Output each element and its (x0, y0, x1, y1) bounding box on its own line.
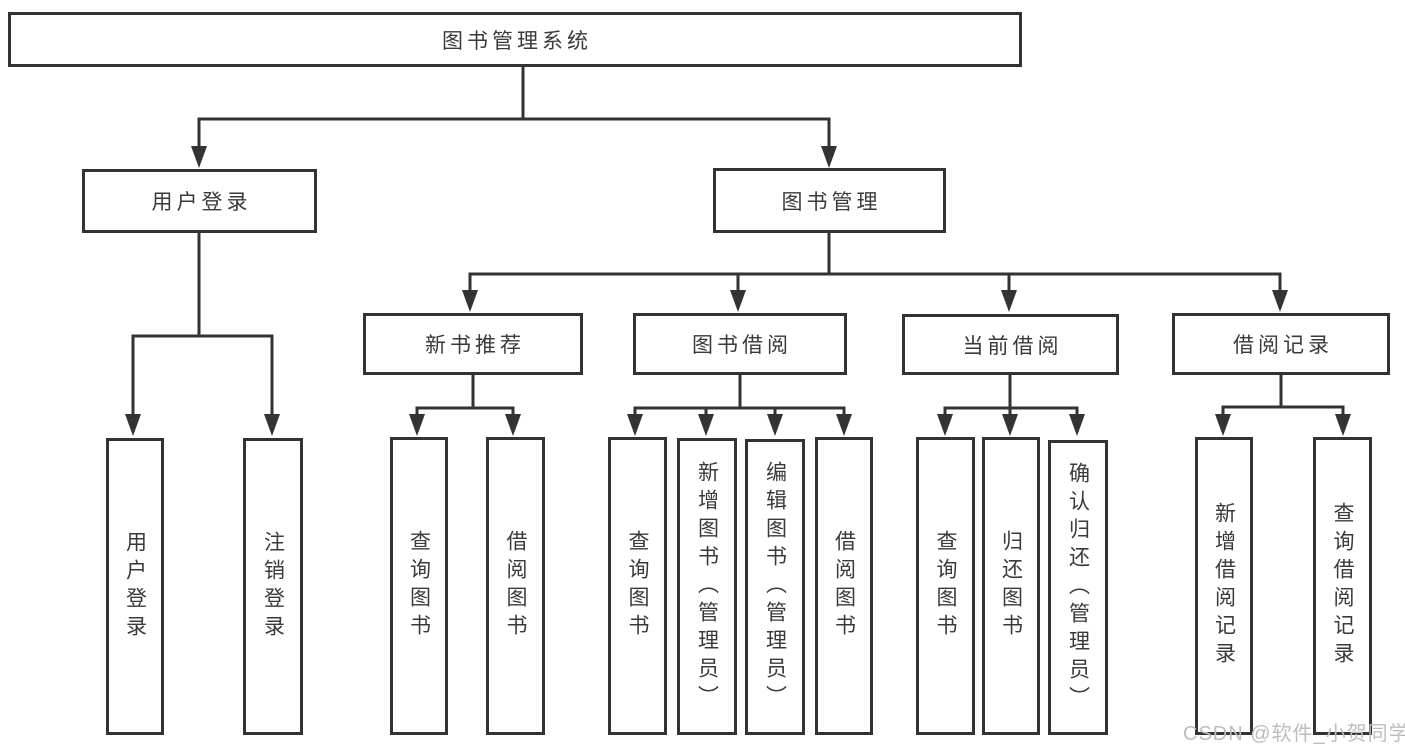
node-book-borrow: 图书借阅 (633, 313, 847, 375)
leaf-borrow-book-1: 借阅图书 (486, 437, 545, 735)
leaf-return-book: 归还图书 (982, 437, 1040, 735)
node-label: 当前借阅 (962, 334, 1063, 358)
leaf-search-book-1: 查询图书 (390, 437, 448, 735)
node-label: 查询图书 (407, 530, 431, 642)
leaf-edit-book-admin: 编辑图书（管理员） (745, 439, 805, 735)
node-label: 借阅记录 (1233, 334, 1333, 357)
connector-paths (131, 65, 1345, 420)
node-label: 图书借阅 (692, 334, 792, 357)
node-label: 用户登录 (151, 191, 252, 214)
leaf-search-borrow-record: 查询借阅记录 (1313, 437, 1372, 735)
node-label: 用户登录 (123, 530, 147, 643)
node-label: 新书推荐 (425, 334, 525, 357)
leaf-add-book-admin: 新增图书（管理员） (677, 438, 737, 735)
leaf-confirm-return-admin: 确认归还（管理员） (1048, 440, 1108, 735)
node-label: 查询图书 (626, 530, 649, 642)
node-label: 新增借阅记录 (1212, 502, 1236, 670)
leaf-search-book-3: 查询图书 (916, 437, 975, 735)
node-new-book-recommend: 新书推荐 (363, 313, 583, 375)
leaf-user-login: 用户登录 (106, 438, 164, 735)
node-borrow-records: 借阅记录 (1172, 313, 1390, 375)
leaf-search-book-2: 查询图书 (608, 437, 667, 735)
node-label: 图书管理系统 (442, 29, 592, 53)
leaf-add-borrow-record: 新增借阅记录 (1195, 437, 1253, 735)
node-label: 借阅图书 (832, 530, 856, 642)
node-label: 确认归还（管理员） (1066, 461, 1090, 714)
node-label: 新增图书（管理员） (695, 460, 719, 713)
node-label: 查询图书 (934, 530, 957, 642)
watermark: CSDN @软件_小贺同学 (1183, 723, 1405, 745)
node-label: 归还图书 (999, 530, 1023, 642)
node-label: 编辑图书（管理员） (763, 461, 787, 713)
node-current-borrow: 当前借阅 (902, 314, 1119, 375)
leaf-borrow-book-2: 借阅图书 (815, 437, 873, 735)
arrowheads (125, 146, 1351, 436)
node-book-management: 图书管理 (713, 168, 946, 233)
node-label: 图书管理 (781, 190, 882, 214)
node-label: 查询借阅记录 (1331, 502, 1354, 670)
leaf-logout: 注销登录 (243, 438, 303, 735)
node-label: 借阅图书 (504, 530, 527, 642)
node-user-login: 用户登录 (82, 169, 317, 233)
node-root: 图书管理系统 (8, 12, 1022, 67)
node-label: 注销登录 (261, 530, 285, 643)
